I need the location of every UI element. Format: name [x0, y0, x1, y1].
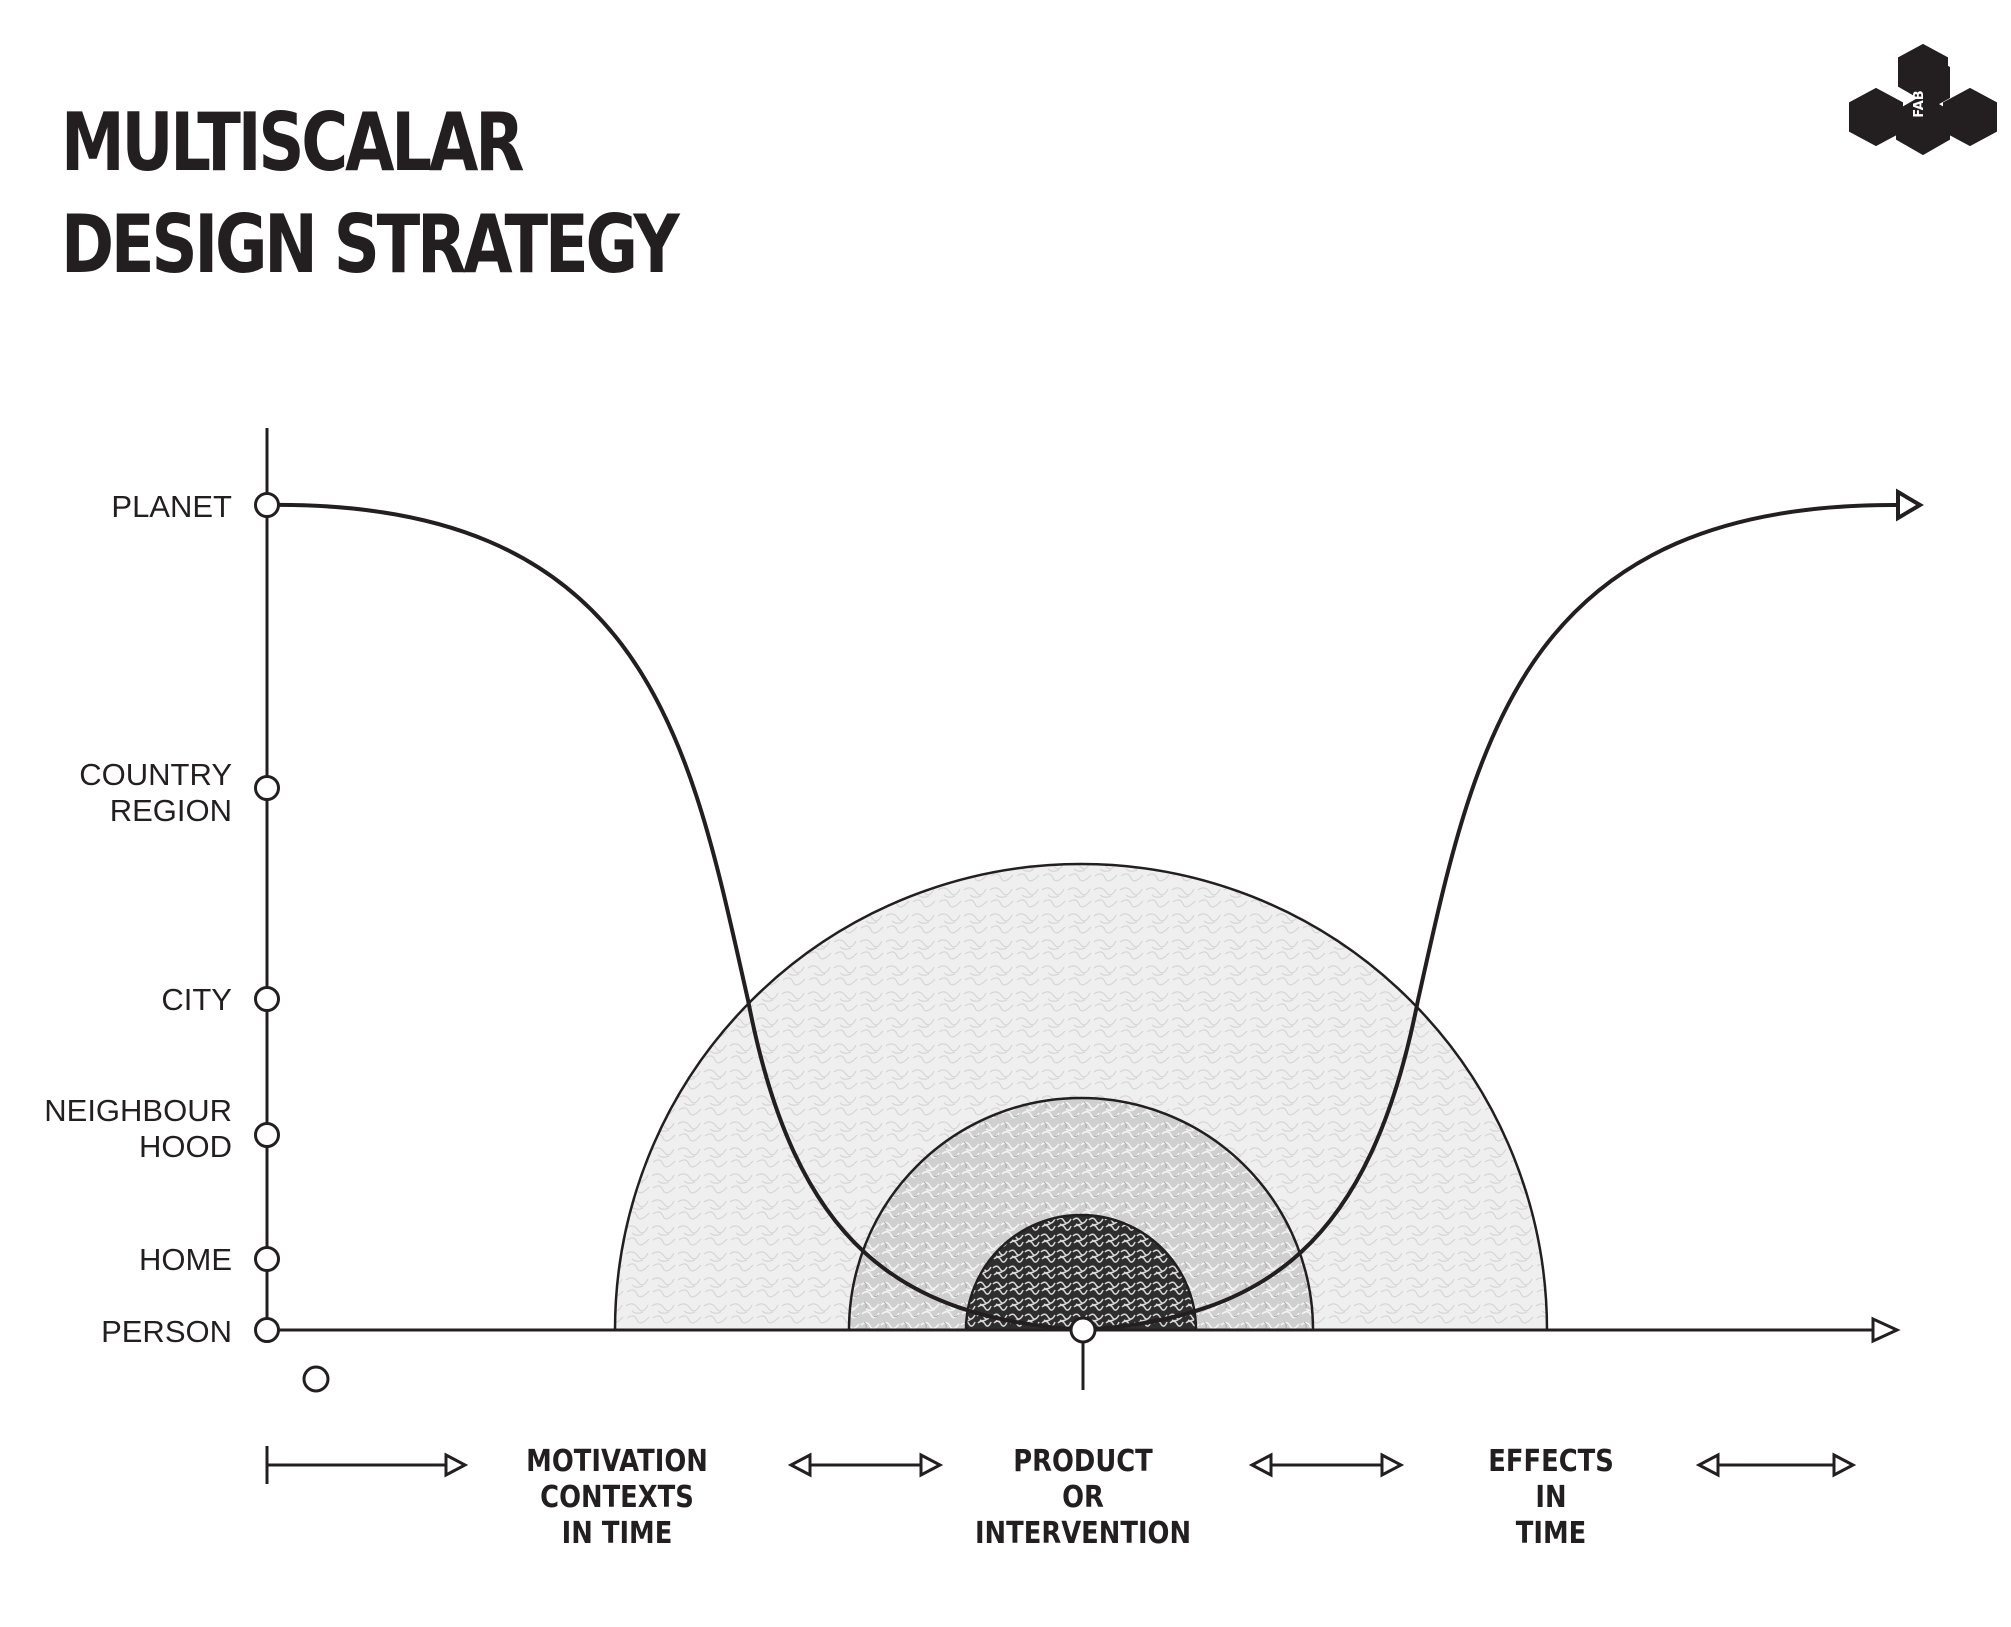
- phase-labels: MOTIVATION CONTEXTS IN TIME PRODUCT OR I…: [526, 1443, 1614, 1550]
- level-label-planet: PLANET: [111, 489, 232, 524]
- timeline-arrow-start: [265, 1446, 469, 1484]
- logo-text-fab: FAB: [1912, 90, 1927, 117]
- arrow-right-icon: [1380, 1452, 1405, 1478]
- origin-marker: [302, 1365, 330, 1393]
- scale-rings: [613, 862, 1549, 1332]
- phase-2-line-2: OR: [1062, 1479, 1104, 1514]
- level-marker-country-region: [254, 775, 280, 801]
- title-line-1: MULTISCALAR: [61, 96, 525, 189]
- level-label-city: CITY: [161, 982, 232, 1017]
- phase-3-line-1: EFFECTS: [1488, 1443, 1614, 1478]
- level-marker-person: [254, 1317, 280, 1343]
- phase-2-line-3: INTERVENTION: [975, 1515, 1191, 1550]
- center-marker: [1069, 1316, 1097, 1344]
- timeline-arrows: [265, 1446, 1857, 1484]
- level-label-region: REGION: [110, 793, 232, 828]
- phase-motivation: MOTIVATION CONTEXTS IN TIME: [526, 1443, 708, 1550]
- phase-1-line-1: MOTIVATION: [526, 1443, 708, 1478]
- level-marker-neighbourhood: [254, 1122, 280, 1148]
- logo: FAB: [1849, 43, 1997, 156]
- level-label-home: HOME: [139, 1242, 232, 1277]
- level-label-hood: HOOD: [139, 1129, 232, 1164]
- arrow-right-icon: [919, 1452, 944, 1478]
- phase-1-line-2: CONTEXTS: [540, 1479, 694, 1514]
- inner-core-texture: [964, 1213, 1198, 1332]
- phase-2-line-1: PRODUCT: [1013, 1443, 1153, 1478]
- level-label-country: COUNTRY: [79, 757, 232, 792]
- timeline-arrow-2: [1248, 1452, 1405, 1478]
- level-marker-planet: [254, 492, 280, 518]
- timeline-arrow-3: [1695, 1452, 1857, 1478]
- curve-arrow-icon: [1896, 488, 1924, 522]
- phase-effects: EFFECTS IN TIME: [1488, 1443, 1614, 1550]
- logo-hex-icon: [1849, 43, 1997, 156]
- x-axis-arrow-icon: [1871, 1316, 1901, 1344]
- phase-product: PRODUCT OR INTERVENTION: [975, 1443, 1191, 1550]
- page-title: MULTISCALAR DESIGN STRATEGY: [61, 92, 680, 296]
- arrow-right-icon: [1832, 1452, 1857, 1478]
- timeline-arrow-1: [787, 1452, 944, 1478]
- level-label-neighbour: NEIGHBOUR: [44, 1093, 232, 1128]
- arrow-right-icon: [444, 1452, 469, 1478]
- phase-1-line-3: IN TIME: [562, 1515, 673, 1550]
- title-line-2: DESIGN STRATEGY: [61, 198, 680, 291]
- y-axis-levels: PLANET COUNTRY REGION CITY NEIGHBOUR HOO…: [44, 489, 280, 1349]
- arrow-left-icon: [1695, 1452, 1720, 1478]
- phase-3-line-2: IN: [1535, 1479, 1566, 1514]
- level-marker-city: [254, 986, 280, 1012]
- level-label-person: PERSON: [101, 1314, 232, 1349]
- level-marker-home: [254, 1246, 280, 1272]
- phase-3-line-3: TIME: [1516, 1515, 1586, 1550]
- arrow-left-icon: [1248, 1452, 1273, 1478]
- arrow-left-icon: [787, 1452, 812, 1478]
